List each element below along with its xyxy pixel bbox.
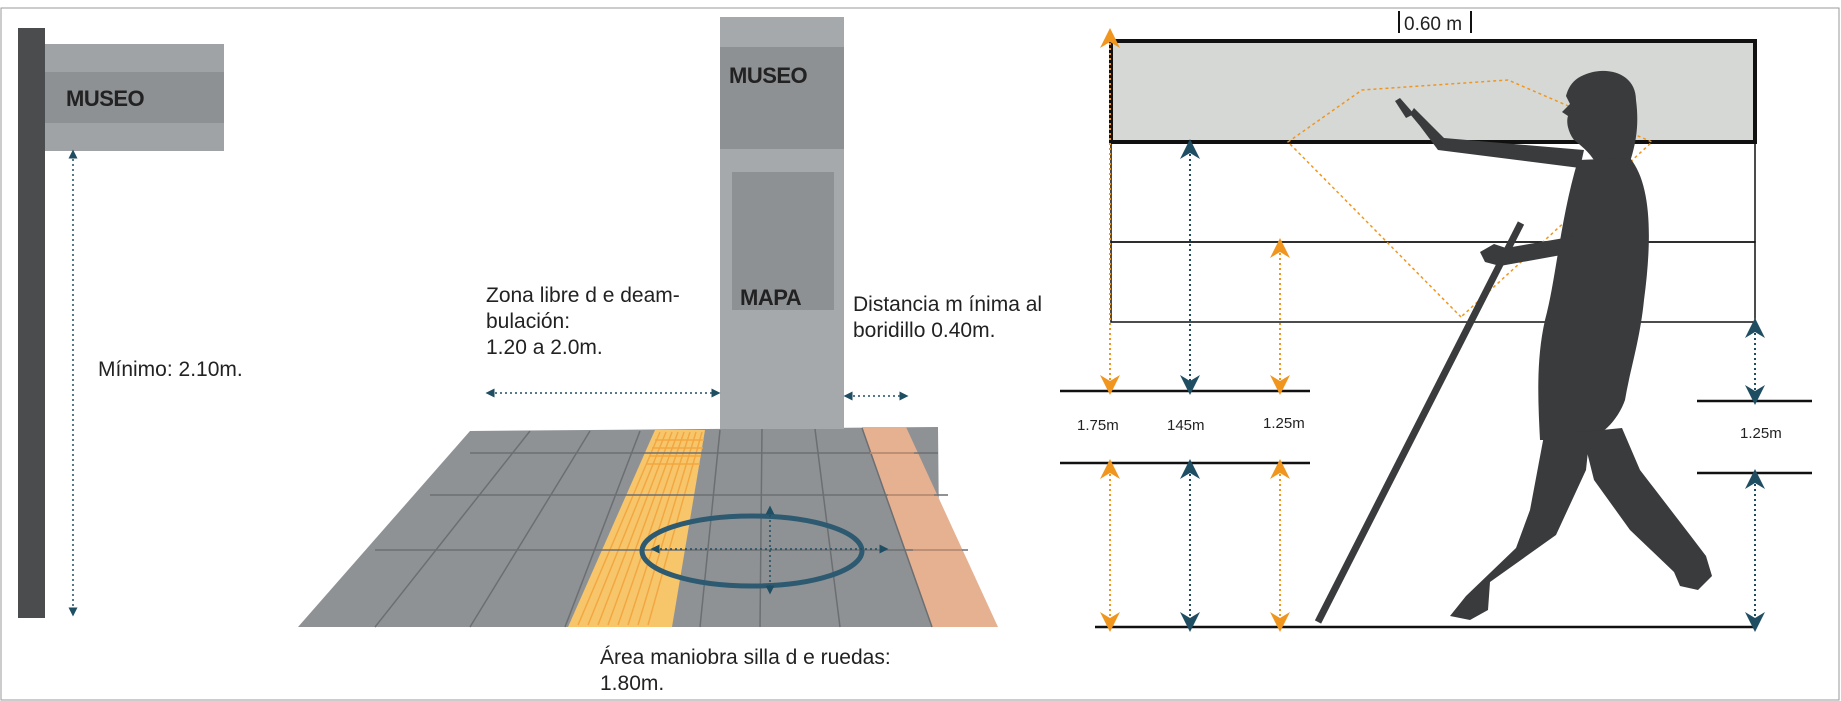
height-label-125: 1.25m — [1263, 415, 1305, 432]
sidewalk-floor — [298, 427, 998, 628]
reach-range-panel: 0.60 m 1.75m 145m 1.25m 1.25m — [1060, 11, 1812, 632]
height-label-right: 1.25m — [1740, 425, 1782, 442]
totem-map-panel — [732, 172, 834, 310]
curb-joints — [870, 452, 962, 551]
wall-band-2 — [1110, 241, 1756, 323]
totem-header — [720, 47, 844, 149]
left-sign-text: MUSEO — [66, 86, 145, 111]
height-label-145: 145m — [1167, 417, 1205, 434]
min-height-label: Mínimo: 2.10m. — [98, 358, 243, 381]
height-label-175: 1.75m — [1077, 417, 1119, 434]
tactile-guide-strip — [568, 430, 705, 627]
totem-map-label: MAPA — [740, 285, 802, 310]
sign-band — [45, 72, 224, 123]
figure-frame — [0, 7, 1840, 701]
curb-distance-label: Distancia m ínima al boridillo 0.40m. — [853, 293, 1048, 342]
map-totem: MUSEO MAPA — [720, 17, 844, 429]
totem-title: MUSEO — [729, 63, 808, 88]
wall-post — [18, 28, 45, 618]
person-silhouette — [1314, 70, 1712, 624]
free-zone-label: Zona libre d e deam- bulación: 1.20 a 2.… — [486, 284, 686, 359]
width-label: 0.60 m — [1404, 14, 1462, 35]
curb-strip — [862, 427, 998, 627]
vision-cone — [1286, 79, 1654, 319]
white-cane — [1314, 221, 1525, 624]
wall-band-1 — [1110, 141, 1756, 243]
sign-panel-top — [1109, 39, 1757, 144]
wheelchair-area-label: Área maniobra silla d e ruedas: 1.80m. — [600, 646, 897, 695]
left-wall-sign: MUSEO Mínimo: 2.10m. — [18, 28, 243, 618]
